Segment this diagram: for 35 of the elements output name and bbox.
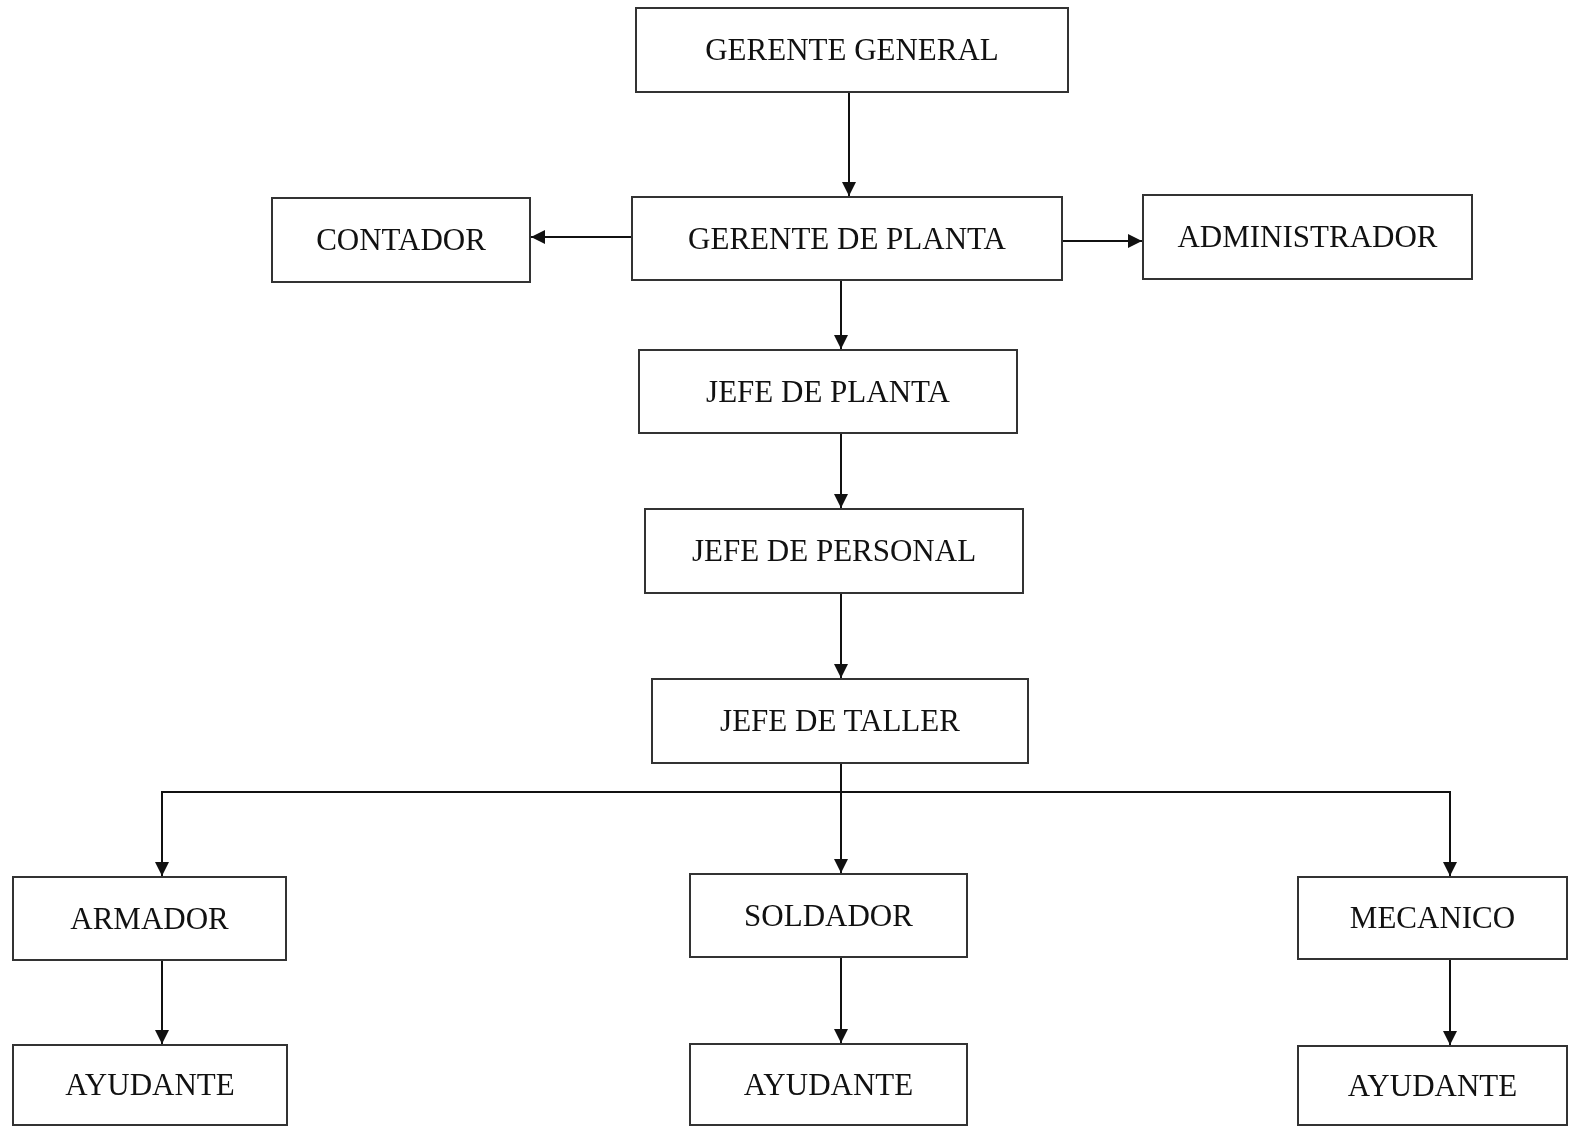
role-box — [689, 873, 968, 958]
role-title: JEFE DE TALLER — [720, 703, 960, 739]
role-box — [271, 197, 531, 283]
role-title: GERENTE DE PLANTA — [688, 220, 1006, 257]
role-title: SOLDADOR — [744, 897, 913, 934]
role-box — [1297, 1045, 1568, 1126]
arrow — [834, 957, 848, 1044]
arrow — [834, 433, 848, 509]
role-title: AYUDANTE — [1347, 1067, 1518, 1104]
arrow — [530, 230, 632, 244]
role-box — [689, 1043, 968, 1126]
arrow — [834, 280, 848, 350]
role-box — [12, 1044, 288, 1126]
role-title: AYUDANTE — [65, 1067, 235, 1103]
role-title: MECANICO — [1349, 900, 1516, 936]
role-box — [638, 349, 1018, 434]
arrow — [834, 593, 848, 679]
role-title: CONTADOR — [316, 222, 486, 258]
role-box — [651, 678, 1029, 764]
role-title: JEFE DE PERSONAL — [691, 533, 977, 569]
role-box — [631, 196, 1063, 281]
arrow — [1443, 959, 1457, 1046]
role-box — [1297, 876, 1568, 960]
role-title: JEFE DE PLANTA — [706, 373, 950, 410]
role-box — [635, 7, 1069, 93]
role-title: ARMADOR — [70, 900, 229, 937]
role-title: GERENTE GENERAL — [705, 32, 999, 68]
arrow — [1062, 234, 1143, 248]
arrow — [155, 960, 169, 1045]
role-title: AYUDANTE — [743, 1066, 914, 1103]
role-box — [1142, 194, 1473, 280]
arrow — [842, 92, 856, 197]
role-box — [12, 876, 287, 961]
role-title: ADMINISTRADOR — [1177, 219, 1438, 255]
role-box — [644, 508, 1024, 594]
